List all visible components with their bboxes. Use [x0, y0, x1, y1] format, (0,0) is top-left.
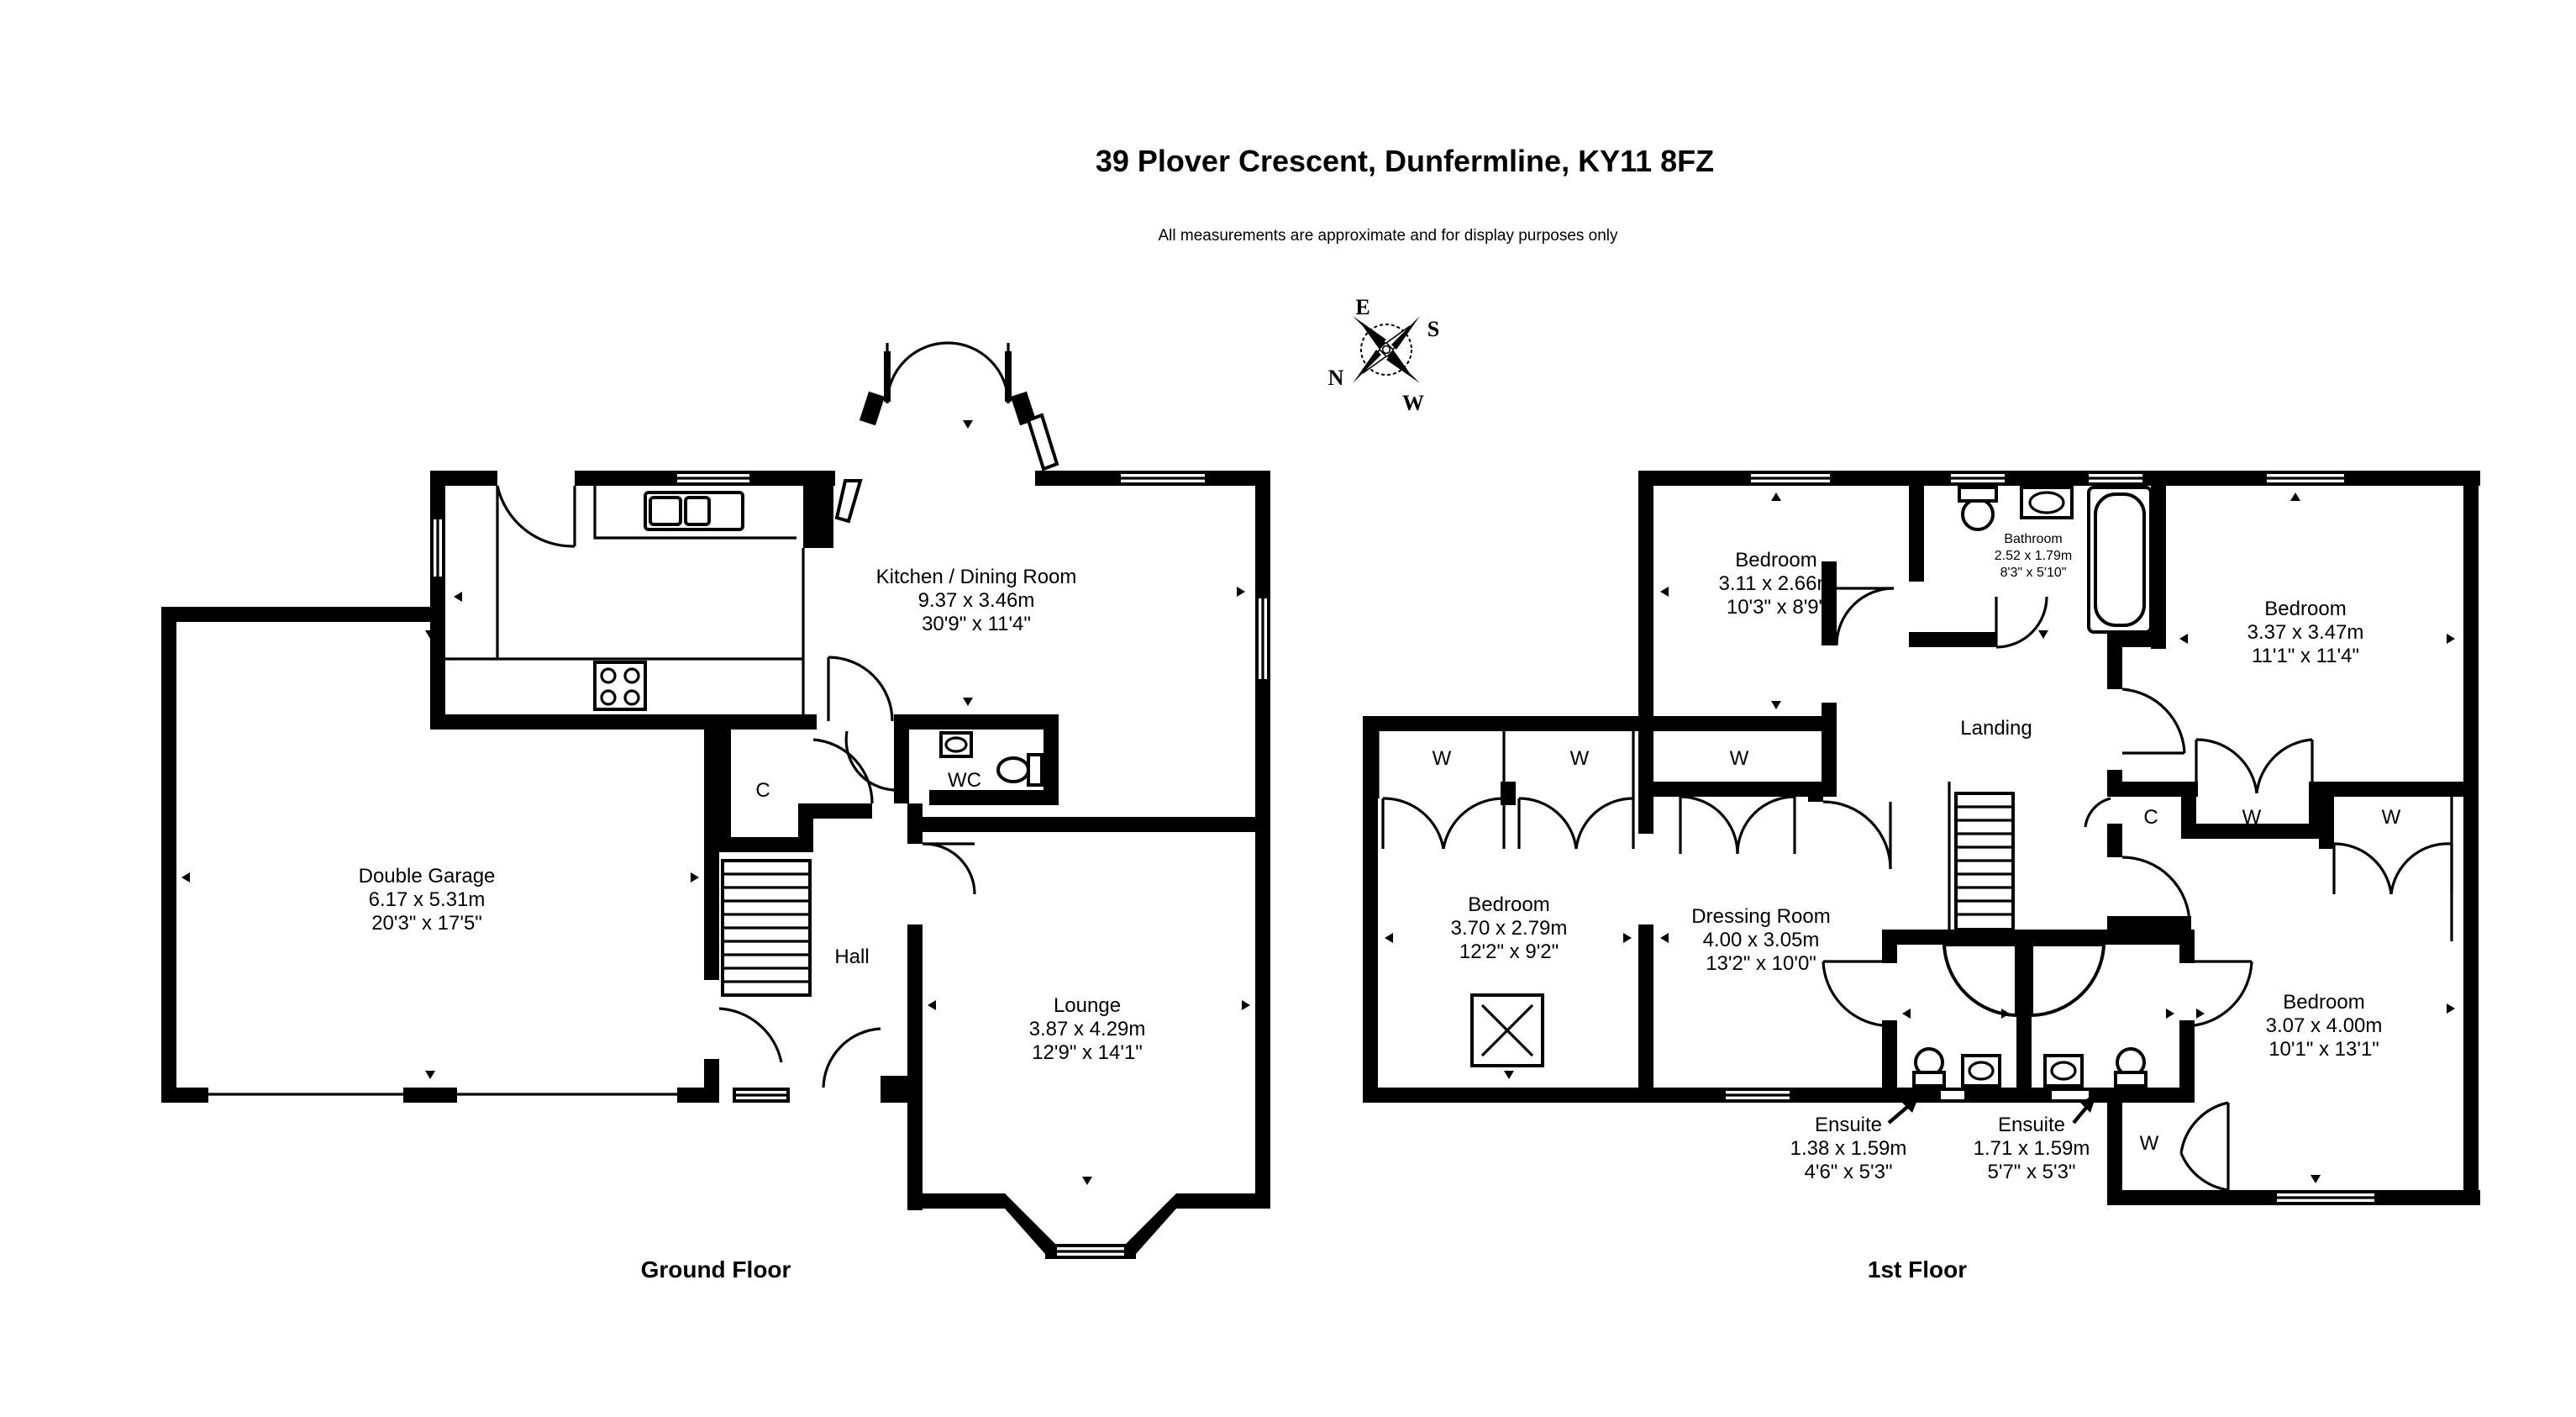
bathroom-metric: 2.52 x 1.79m — [1995, 549, 2073, 563]
garage-metric: 6.17 x 5.31m — [369, 888, 486, 911]
bedroom-tl-imperial: 10'3" x 8'9" — [1727, 596, 1826, 619]
compass-icon — [1353, 316, 1420, 383]
ensuite-1-metric: 1.38 x 1.59m — [1790, 1137, 1907, 1160]
ensuite-2-imperial: 5'7" x 5'3" — [1988, 1161, 2076, 1183]
garage-imperial: 20'3" x 17'5" — [371, 912, 482, 935]
lounge-name: Lounge — [1054, 994, 1121, 1017]
plan-disclaimer: All measurements are approximate and for… — [1158, 227, 1618, 245]
wc-name: WC — [948, 769, 981, 792]
first-floor-label: 1st Floor — [1868, 1256, 1967, 1283]
wardrobe-label-2: W — [1570, 747, 1590, 770]
ensuite-2-metric: 1.71 x 1.59m — [1974, 1137, 2090, 1160]
bathroom-name: Bathroom — [2004, 532, 2062, 546]
bedroom-right-metric: 3.07 x 4.00m — [2266, 1014, 2383, 1037]
first-floor-fittings — [1376, 486, 2453, 1192]
bedroom-left-metric: 3.70 x 2.79m — [1451, 917, 1568, 940]
compass-w-label: W — [1402, 391, 1424, 415]
bedroom-tr-metric: 3.37 x 3.47m — [2247, 621, 2364, 644]
bedroom-tl-metric: 3.11 x 2.66m — [1719, 572, 1834, 595]
wardrobe-label-3: W — [1730, 747, 1749, 770]
plan-title: 39 Plover Crescent, Dunfermline, KY11 8F… — [1096, 144, 1714, 178]
first-floor-walls — [1363, 471, 2480, 1205]
lounge-metric: 3.87 x 4.29m — [1029, 1018, 1146, 1040]
ground-floor-windows — [430, 413, 1270, 1259]
garage-name: Double Garage — [359, 865, 496, 888]
kitchen-imperial: 30'9" x 11'4" — [922, 613, 1031, 635]
bedroom-right-imperial: 10'1" x 13'1" — [2268, 1038, 2379, 1061]
bedroom-right-name: Bedroom — [2283, 991, 2364, 1014]
cupboard-name: C — [755, 779, 770, 802]
wardrobe-label-5: W — [2382, 806, 2401, 829]
ensuite-2-name: Ensuite — [1998, 1114, 2065, 1136]
first-floor-labels: Bedroom 3.11 x 2.66m 10'3" x 8'9" Bathro… — [1433, 532, 2401, 1283]
dressing-metric: 4.00 x 3.05m — [1703, 929, 1820, 951]
bedroom-tr-imperial: 11'1" x 11'4" — [2252, 645, 2359, 667]
ensuite-1-imperial: 4'6" x 5'3" — [1805, 1161, 1893, 1183]
wardrobe-label-4: W — [2242, 806, 2262, 829]
bedroom-tr-name: Bedroom — [2264, 598, 2346, 620]
ensuite-1-name: Ensuite — [1815, 1114, 1882, 1136]
first-floor-windows — [1470, 471, 2378, 1205]
bedroom-left-name: Bedroom — [1468, 893, 1549, 916]
dressing-name: Dressing Room — [1691, 905, 1830, 928]
compass-e-label: E — [1355, 295, 1369, 319]
compass-s-label: S — [1427, 317, 1439, 341]
ground-floor-dimension-arrows — [181, 420, 1250, 1185]
bedroom-tl-name: Bedroom — [1735, 549, 1816, 572]
kitchen-metric: 9.37 x 3.46m — [918, 589, 1035, 612]
bathroom-imperial: 8'3" x 5'10" — [2000, 566, 2067, 580]
wardrobe-label-6: W — [2140, 1132, 2159, 1155]
dressing-imperial: 13'2" x 10'0" — [1706, 952, 1816, 975]
wardrobe-label-1: W — [1433, 747, 1452, 770]
landing-name: Landing — [1960, 717, 2032, 740]
bedroom-left-imperial: 12'2" x 9'2" — [1459, 940, 1559, 963]
ground-floor-label: Ground Floor — [641, 1256, 791, 1283]
kitchen-name: Kitchen / Dining Room — [876, 566, 1077, 588]
ground-floor-labels: Kitchen / Dining Room 9.37 x 3.46m 30'9"… — [359, 566, 1146, 1283]
cupboard-label-first: C — [2143, 806, 2158, 829]
compass-n-label: N — [1328, 366, 1344, 390]
ground-floor-fittings — [445, 341, 1044, 1088]
ground-floor-walls — [161, 351, 1270, 1259]
first-floor-dimension-arrows — [1385, 493, 2455, 1183]
hall-name: Hall — [834, 946, 869, 968]
lounge-imperial: 12'9" x 14'1" — [1032, 1041, 1143, 1064]
